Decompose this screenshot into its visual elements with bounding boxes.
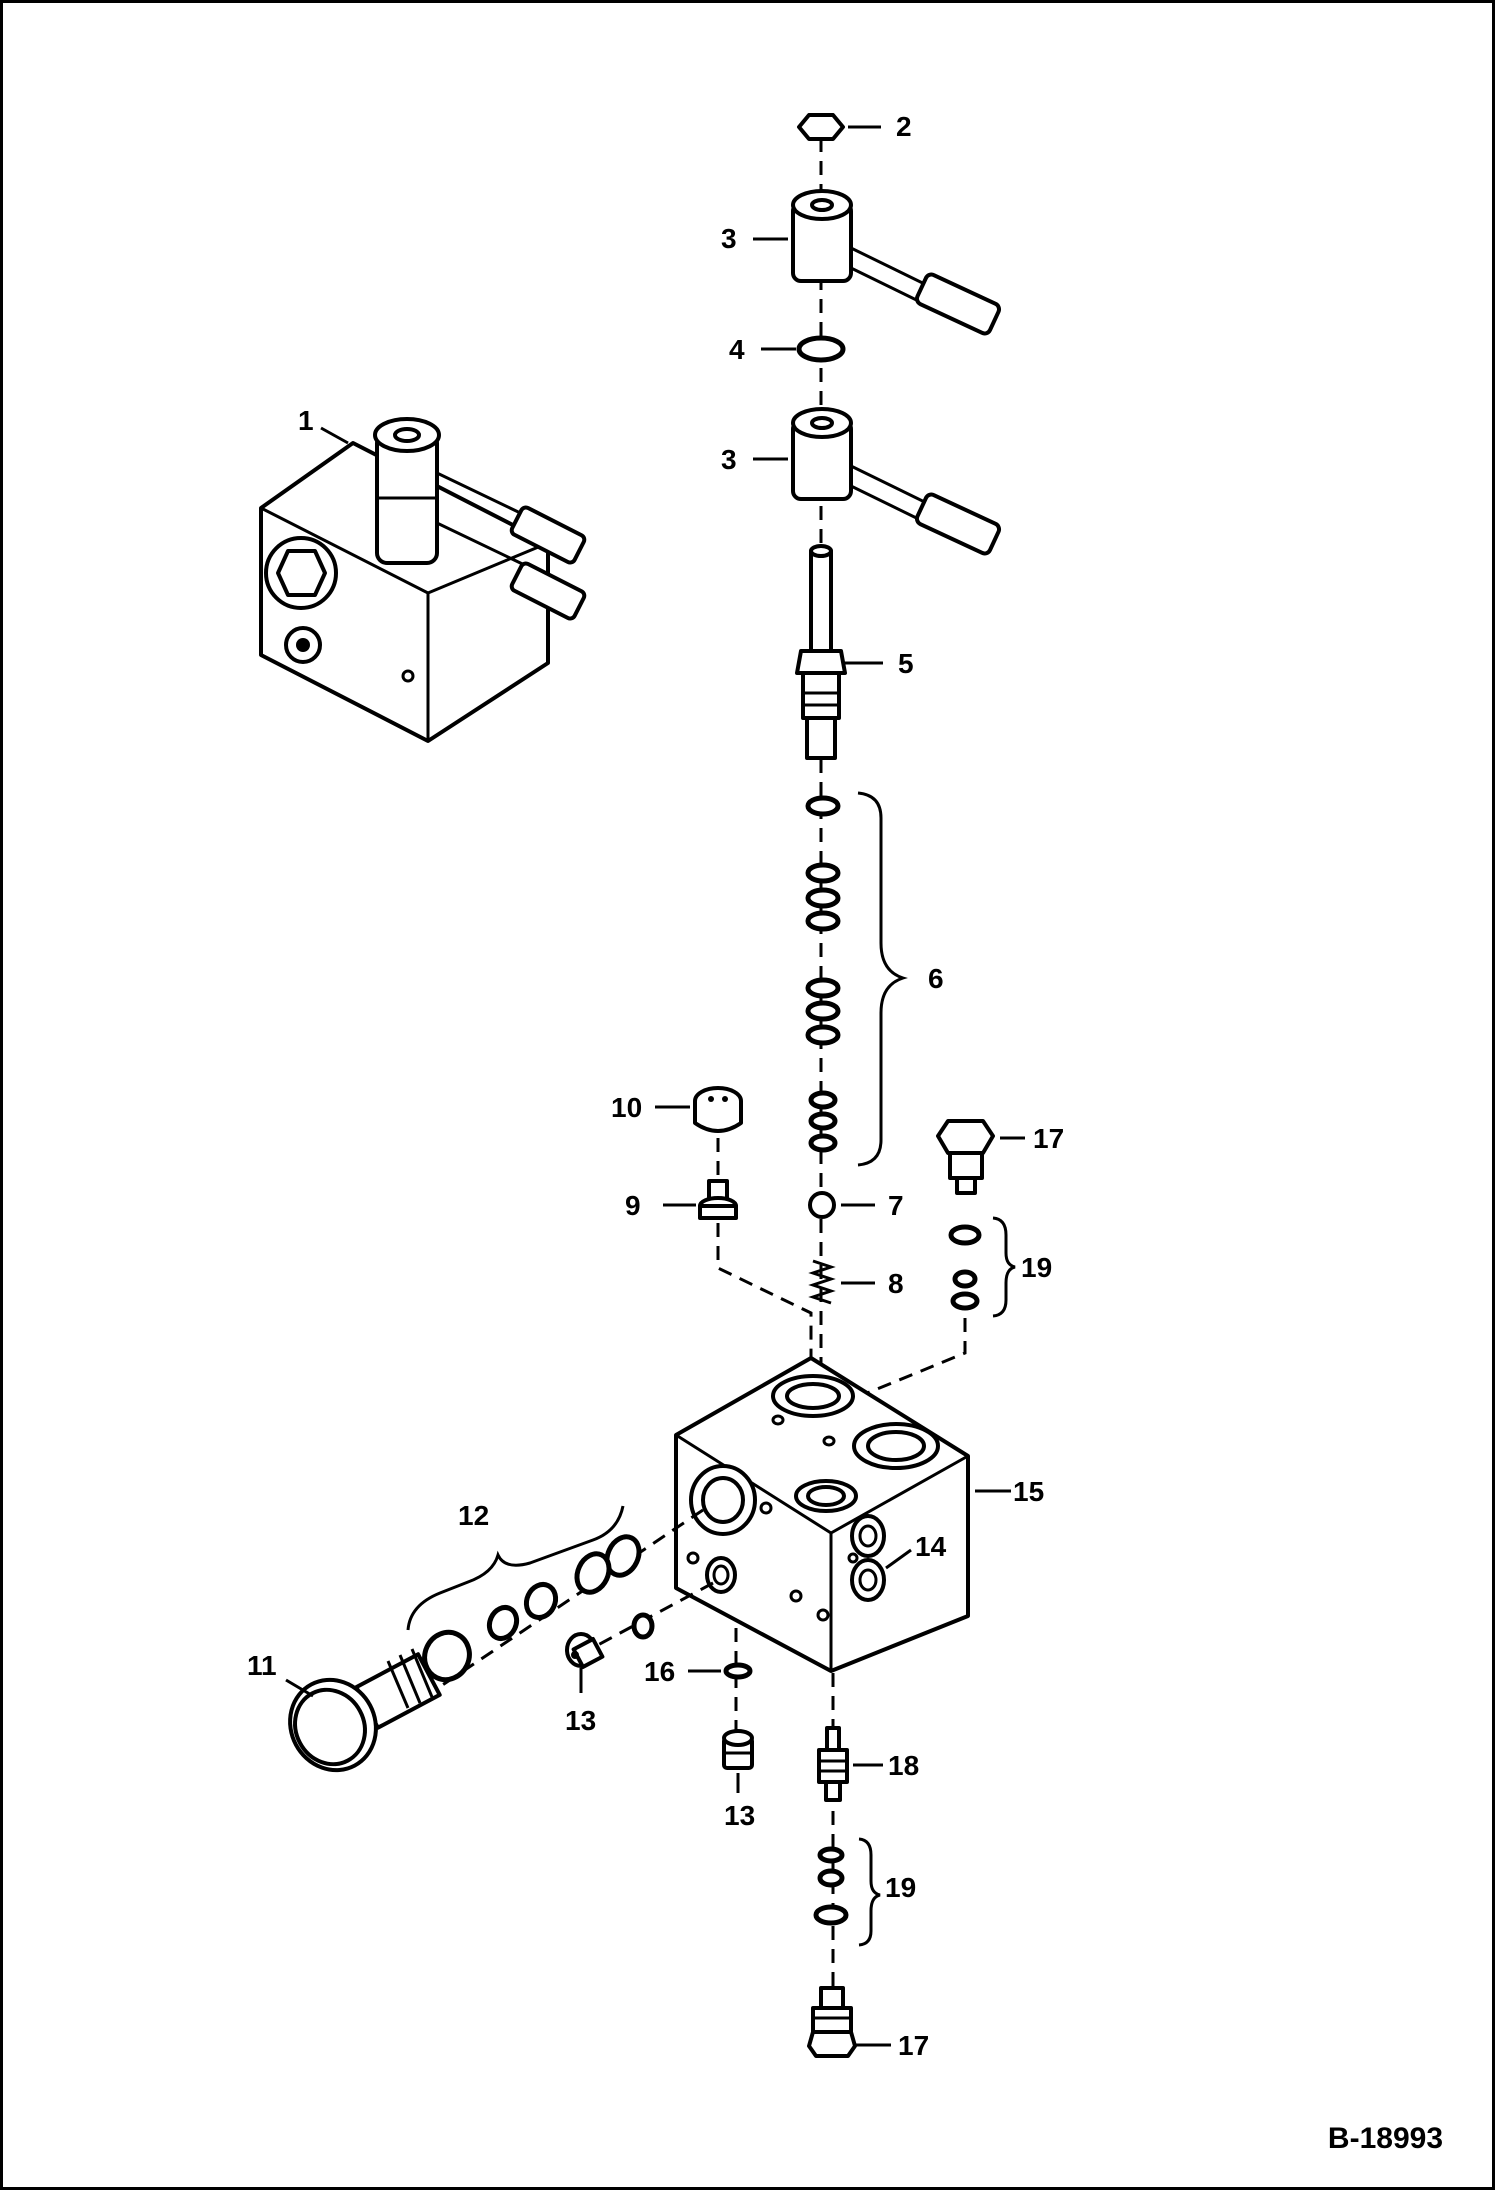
callout-4: 4 — [729, 334, 745, 365]
callout-3-upper: 3 — [721, 223, 737, 254]
large-plug-part — [288, 1648, 442, 1773]
valve-body-illustration — [674, 1356, 970, 1673]
callout-17-upper: 17 — [1033, 1123, 1064, 1154]
upper-plug-path-line — [842, 1318, 967, 1405]
brace-19-lower — [858, 1837, 881, 1947]
check-valve-part — [817, 1726, 849, 1802]
callout-5: 5 — [898, 648, 914, 679]
seal-kit-rings — [805, 795, 841, 1153]
washer-part — [796, 335, 846, 363]
small-seal-ring — [631, 1612, 655, 1640]
small-plug-part — [565, 1632, 605, 1669]
upper-seal-ring — [948, 1224, 982, 1246]
bottom-plug-part — [722, 1729, 754, 1770]
cartridge-part — [795, 544, 847, 760]
callout-16: 16 — [644, 1656, 675, 1687]
lower-seal-ring — [817, 1846, 845, 1864]
callout-12: 12 — [458, 1500, 489, 1531]
callout-13-left: 13 — [565, 1705, 596, 1736]
upper-seal-ring — [950, 1291, 980, 1311]
callout-11: 11 — [247, 1650, 277, 1681]
callout-15: 15 — [1013, 1476, 1044, 1507]
brace-12 — [406, 1505, 625, 1631]
ball-part — [808, 1191, 836, 1219]
cap-part — [693, 1086, 743, 1133]
callout-19-upper: 19 — [1021, 1252, 1052, 1283]
callout-14: 14 — [915, 1531, 947, 1562]
upper-coil-part — [791, 189, 1002, 336]
callout-1: 1 — [298, 405, 314, 436]
pin-path-line — [716, 1223, 813, 1373]
spring-part — [808, 1259, 836, 1305]
brace-19-upper — [992, 1216, 1016, 1318]
pin-part — [698, 1179, 738, 1220]
callout-10: 10 — [611, 1092, 642, 1123]
callout-9: 9 — [625, 1190, 641, 1221]
callout-13-bottom: 13 — [724, 1800, 755, 1831]
callout-8: 8 — [888, 1268, 904, 1299]
lower-seal-ring — [813, 1904, 849, 1926]
callout-leaders — [285, 125, 1025, 2047]
callout-18: 18 — [888, 1750, 919, 1781]
left-axis-line — [437, 1508, 704, 1690]
assembled-valve-illustration — [259, 417, 587, 743]
callout-2: 2 — [896, 111, 912, 142]
upper-seal-ring — [952, 1269, 978, 1289]
callout-19-lower: 19 — [885, 1872, 916, 1903]
callout-6: 6 — [928, 963, 944, 994]
figure-id: B-18993 — [1328, 2122, 1443, 2155]
upper-plug-part — [936, 1119, 995, 1195]
lower-plug-part — [807, 1986, 857, 2058]
lower-coil-part — [791, 407, 1002, 556]
callout-17-lower: 17 — [898, 2030, 929, 2061]
diagram-svg: 1 2 3 3 4 5 6 7 8 9 10 11 12 13 13 14 15… — [247, 111, 1443, 2155]
callout-3-lower: 3 — [721, 444, 737, 475]
lower-seal-ring — [817, 1868, 845, 1888]
callout-7: 7 — [888, 1190, 904, 1221]
brace-6 — [857, 791, 908, 1167]
rings-12 — [422, 1534, 642, 1683]
nut-part — [797, 113, 845, 141]
seal-ring-16 — [723, 1662, 753, 1680]
